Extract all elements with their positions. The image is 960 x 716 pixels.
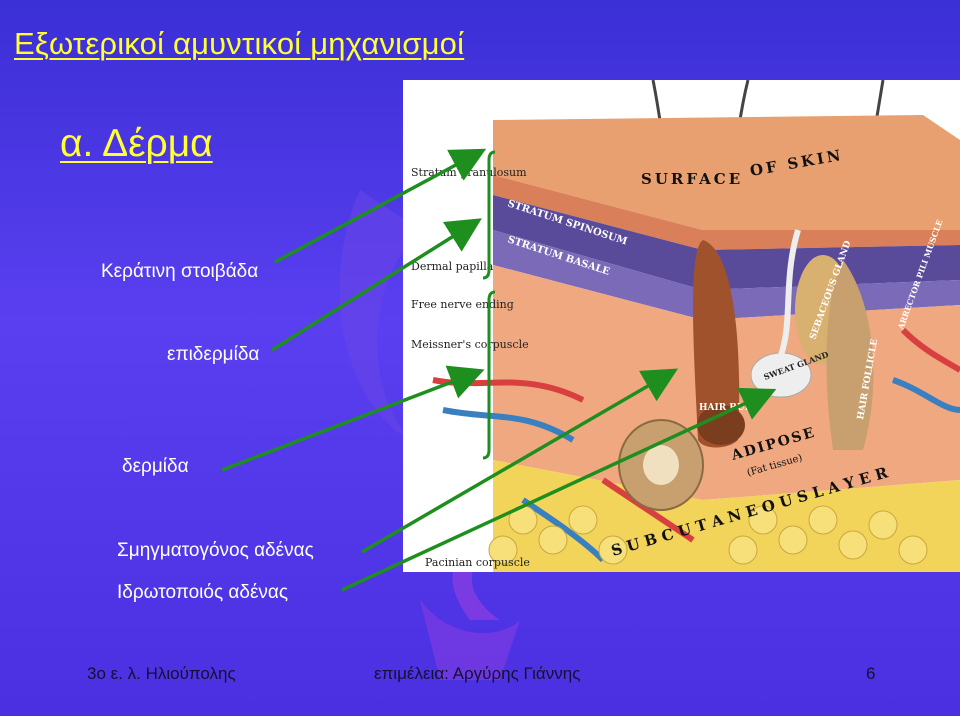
arrow-dermis	[222, 372, 478, 470]
arrow-epidermis	[272, 222, 476, 350]
footer-page-number: 6	[866, 664, 875, 684]
footer-school: 3ο ε. λ. Ηλιούπολης	[87, 664, 236, 684]
footer-author: επιμέλεια: Αργύρης Γιάννης	[374, 664, 580, 684]
arrow-keratin	[275, 152, 480, 262]
arrow-sweat	[342, 392, 770, 590]
